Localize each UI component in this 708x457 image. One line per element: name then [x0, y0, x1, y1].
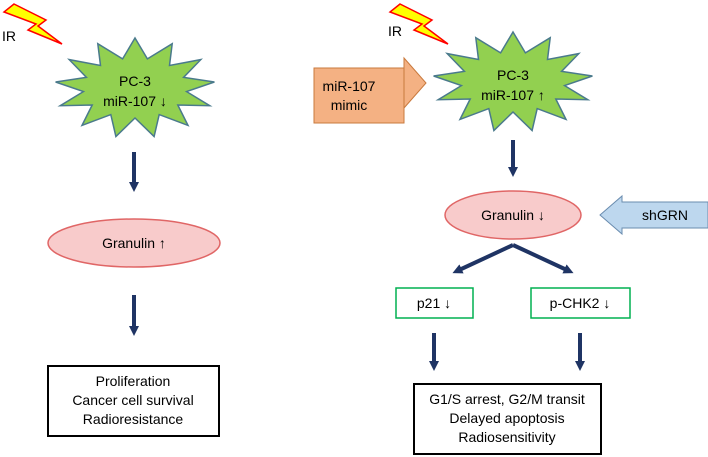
- cell-line-label: PC-3: [119, 73, 151, 89]
- arrow-granulin-to-p21: [452, 243, 514, 274]
- mimic-label-line2: mimic: [331, 97, 368, 113]
- p21-node: [395, 287, 474, 319]
- granulin-label: Granulin ↑: [102, 235, 166, 251]
- outcome-line: Radioresistance: [83, 411, 184, 427]
- pc3-starburst: [433, 30, 593, 132]
- shgrn-arrow: [599, 194, 708, 236]
- arrow-granulin-to-pchk2: [512, 243, 574, 274]
- outcome-line: Radiosensitivity: [458, 429, 555, 445]
- lightning-bolt-icon: [388, 3, 449, 45]
- outcome-line: Delayed apoptosis: [449, 410, 564, 426]
- mimic-label-line1: miR-107: [323, 78, 376, 94]
- granulin-label: Granulin ↓: [481, 207, 545, 223]
- pchk2-node: [530, 287, 631, 319]
- pc3-starburst: [55, 36, 215, 138]
- outcome-line: Proliferation: [96, 373, 171, 389]
- right-panel: IR miR-107 mimic PC-3 miR-107 ↑ Granulin…: [313, 3, 708, 455]
- outcome-box: [413, 383, 602, 455]
- left-panel: IR PC-3 miR-107 ↓ Granulin ↑ Proliferati…: [2, 3, 221, 437]
- outcome-line: G1/S arrest, G2/M transit: [429, 391, 585, 407]
- pchk2-label: p-CHK2 ↓: [550, 295, 611, 311]
- mirna-state-label: miR-107 ↓: [103, 93, 167, 109]
- mirna-mimic-box: [313, 67, 405, 124]
- lightning-bolt-icon: [2, 3, 63, 45]
- mirna-state-label: miR-107 ↑: [481, 87, 545, 103]
- ir-label: IR: [388, 23, 402, 39]
- shgrn-label: shGRN: [642, 207, 688, 223]
- p21-label: p21 ↓: [417, 295, 451, 311]
- ir-label: IR: [2, 28, 16, 44]
- outcome-line: Cancer cell survival: [72, 392, 193, 408]
- granulin-node: [444, 190, 582, 240]
- outcome-box: [47, 365, 220, 437]
- cell-line-label: PC-3: [497, 67, 529, 83]
- granulin-node: [47, 218, 221, 268]
